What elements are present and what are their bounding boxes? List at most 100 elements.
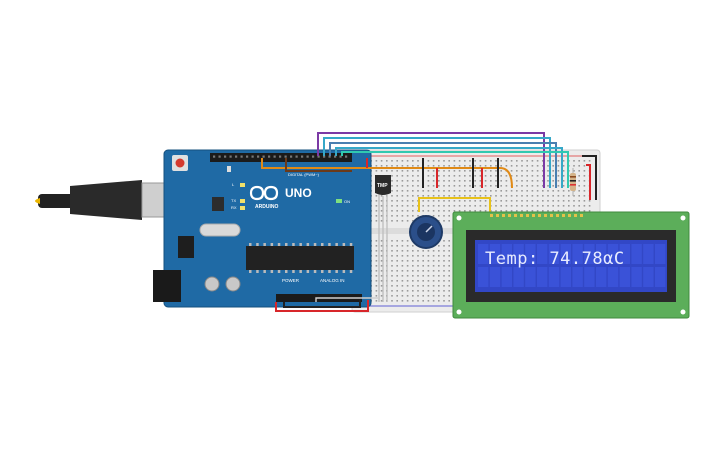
temperature-sensor[interactable]: TMP	[375, 175, 391, 302]
lcd-module[interactable]: Temp: 74.78αC	[452, 211, 690, 319]
breadboard-hole	[417, 195, 419, 197]
breadboard-hole	[427, 295, 430, 297]
chip-pin	[306, 270, 310, 273]
breadboard-hole	[505, 180, 508, 182]
breadboard-hole	[443, 195, 445, 197]
breadboard-hole	[552, 200, 554, 202]
breadboard-hole	[453, 205, 456, 207]
breadboard-hole	[417, 255, 419, 257]
power-label: POWER	[282, 278, 300, 283]
potentiometer[interactable]	[409, 215, 443, 249]
breadboard-hole	[432, 270, 435, 272]
reset-button[interactable]	[175, 158, 185, 168]
potentiometer-indicator	[425, 225, 433, 233]
breadboard-hole	[562, 190, 565, 192]
breadboard-hole	[495, 195, 497, 197]
wire-gray[interactable]	[315, 297, 379, 302]
wire-cyan-1[interactable]	[323, 137, 551, 188]
wire-teal[interactable]	[341, 151, 569, 188]
voltage-regulator	[178, 236, 194, 258]
wire-brown[interactable]	[285, 158, 352, 172]
lcd-cell	[478, 244, 489, 264]
breadboard-hole	[406, 270, 409, 272]
breadboard-hole	[542, 185, 544, 187]
resistor[interactable]	[570, 168, 576, 196]
breadboard-hole	[380, 205, 383, 207]
wire-red-2[interactable]	[275, 300, 369, 312]
breadboard-hole	[391, 210, 393, 212]
lcd-pin	[538, 214, 541, 217]
wire-cyan-2[interactable]	[335, 147, 563, 188]
breadboard-hole	[401, 290, 404, 292]
wire-black-2[interactable]	[283, 300, 361, 308]
breadboard-hole	[438, 170, 440, 172]
arduino-board[interactable]: DIGITAL (PWM~) POWER ANALOG IN UNO ARDUI…	[153, 149, 372, 308]
usb-cable[interactable]	[35, 180, 171, 220]
sensor-body	[375, 175, 391, 195]
breadboard-hole	[583, 165, 586, 167]
breadboard-hole	[531, 175, 534, 177]
breadboard-hole	[490, 185, 492, 187]
breadboard-hole	[422, 280, 424, 282]
breadboard-hole	[547, 185, 549, 187]
breadboard-hole	[417, 185, 419, 187]
wire-red-1[interactable]	[586, 164, 591, 200]
breadboard-hole	[422, 205, 424, 207]
breadboard-hole	[380, 200, 383, 202]
breadboard-hole	[375, 270, 378, 272]
breadboard-hole	[375, 210, 378, 212]
breadboard-hole	[417, 180, 419, 182]
breadboard-hole	[427, 200, 430, 202]
chip-pin	[306, 243, 310, 246]
lcd-cell	[537, 267, 548, 287]
wire-purple[interactable]	[317, 132, 545, 188]
breadboard-hole	[453, 190, 456, 192]
breadboard-hole	[510, 210, 513, 212]
wire-orange[interactable]	[261, 158, 513, 189]
breadboard-hole	[583, 190, 586, 192]
breadboard-hole	[396, 205, 398, 207]
wire-black-1[interactable]	[582, 155, 597, 200]
breadboard-hole	[432, 215, 435, 217]
power-jack[interactable]	[153, 270, 181, 302]
breadboard-hole	[495, 170, 497, 172]
breadboard-hole	[427, 165, 430, 167]
lcd-pin	[532, 214, 535, 217]
power-header	[276, 294, 324, 302]
breadboard-hole	[427, 300, 430, 302]
wire-yellow[interactable]	[418, 197, 491, 212]
breadboard-hole	[474, 195, 476, 197]
breadboard-hole	[578, 195, 580, 197]
l-led-label: L	[232, 182, 235, 187]
breadboard-hole	[500, 170, 502, 172]
wire-blue[interactable]	[329, 142, 557, 188]
breadboard-hole	[396, 160, 398, 162]
breadboard-hole	[432, 265, 435, 267]
chip-pin	[292, 270, 295, 273]
breadboard-hole	[484, 205, 487, 207]
breadboard-hole	[412, 185, 414, 187]
breadboard-hole	[438, 270, 440, 272]
breadboard-hole	[474, 180, 476, 182]
breadboard-hole	[469, 210, 471, 212]
breadboard-hole	[443, 170, 445, 172]
breadboard-hole	[375, 295, 378, 297]
breadboard-hole	[432, 250, 435, 252]
breadboard-hole	[401, 250, 404, 252]
header-pin	[306, 155, 309, 158]
breadboard-hole	[510, 195, 513, 197]
breadboard-hole	[448, 295, 450, 297]
breadboard-hole	[526, 190, 528, 192]
breadboard-hole	[464, 190, 466, 192]
chip-pin	[277, 243, 281, 246]
breadboard-hole	[448, 265, 450, 267]
lcd-pin	[544, 214, 547, 217]
breadboard-hole	[448, 285, 450, 287]
lcd-cell	[584, 244, 595, 264]
breadboard-hole	[536, 210, 539, 212]
breadboard-hole	[443, 290, 445, 292]
breadboard-hole	[542, 170, 544, 172]
breadboard-hole	[391, 185, 393, 187]
chip-pin	[256, 243, 259, 246]
breadboard-hole	[443, 245, 445, 247]
